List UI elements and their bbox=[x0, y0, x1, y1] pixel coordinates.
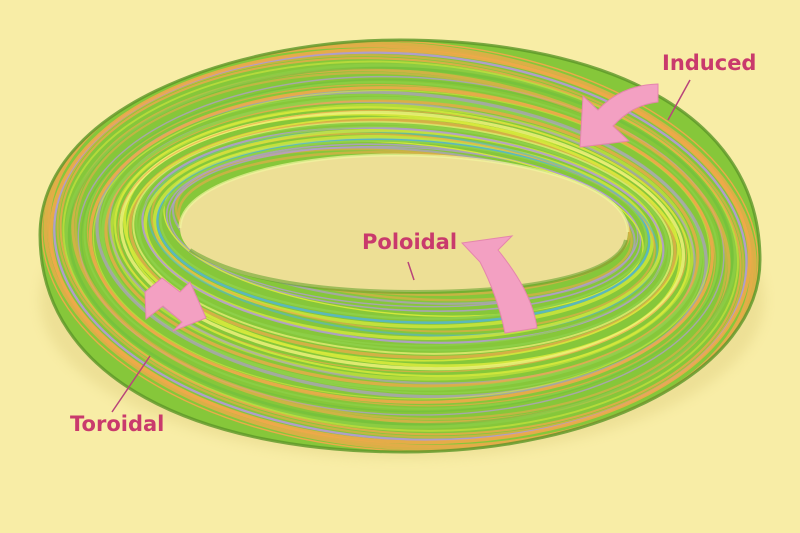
field-line bbox=[46, 44, 754, 448]
field-line bbox=[43, 41, 757, 451]
field-line bbox=[165, 143, 642, 312]
field-line bbox=[138, 125, 668, 347]
field-line bbox=[56, 54, 745, 439]
toroidal-leader-line bbox=[111, 355, 151, 413]
field-line bbox=[101, 96, 703, 391]
field-line bbox=[132, 120, 674, 355]
field-line bbox=[156, 137, 651, 324]
field-line bbox=[147, 130, 659, 337]
field-line bbox=[126, 116, 679, 362]
field-line bbox=[163, 140, 644, 317]
field-line bbox=[86, 83, 716, 407]
induced-label: Induced bbox=[662, 51, 757, 75]
field-line bbox=[71, 68, 731, 424]
field-line bbox=[53, 51, 748, 442]
torus-fibers bbox=[41, 40, 759, 452]
induced-leader-line bbox=[667, 79, 691, 121]
field-line bbox=[74, 71, 728, 421]
field-line bbox=[114, 106, 691, 378]
field-line bbox=[122, 112, 682, 368]
field-line bbox=[168, 145, 639, 308]
field-line bbox=[128, 117, 677, 360]
field-line bbox=[95, 90, 708, 399]
field-line bbox=[174, 147, 633, 302]
field-line bbox=[159, 139, 648, 320]
field-line bbox=[64, 63, 738, 429]
field-line bbox=[49, 48, 752, 445]
field-line bbox=[88, 86, 714, 404]
torus-outline bbox=[38, 38, 762, 454]
field-line bbox=[99, 94, 705, 394]
field-line bbox=[119, 110, 686, 371]
field-line bbox=[67, 66, 734, 426]
field-line bbox=[80, 78, 722, 413]
field-line bbox=[108, 100, 696, 385]
field-line bbox=[152, 134, 654, 329]
induced-arrow bbox=[579, 83, 659, 148]
field-line bbox=[59, 57, 742, 436]
field-line bbox=[143, 128, 663, 340]
field-line bbox=[135, 122, 671, 352]
field-line bbox=[110, 103, 694, 381]
poloidal-arrow bbox=[460, 235, 538, 334]
field-line bbox=[141, 126, 665, 344]
toroidal-label: Toroidal bbox=[70, 412, 165, 436]
field-line bbox=[104, 98, 700, 388]
field-line bbox=[177, 150, 631, 297]
field-line bbox=[171, 146, 636, 305]
field-line bbox=[150, 132, 656, 333]
field-line bbox=[77, 75, 725, 416]
inner-rim-lower bbox=[188, 239, 628, 295]
field-line bbox=[117, 109, 688, 373]
toroidal-arrow bbox=[144, 277, 207, 332]
field-line bbox=[83, 80, 720, 410]
poloidal-leader-line bbox=[407, 261, 415, 281]
inner-rim bbox=[178, 153, 630, 233]
field-line bbox=[41, 40, 759, 452]
poloidal-label: Poloidal bbox=[362, 230, 458, 254]
field-line bbox=[92, 89, 711, 400]
field-line bbox=[62, 60, 739, 432]
